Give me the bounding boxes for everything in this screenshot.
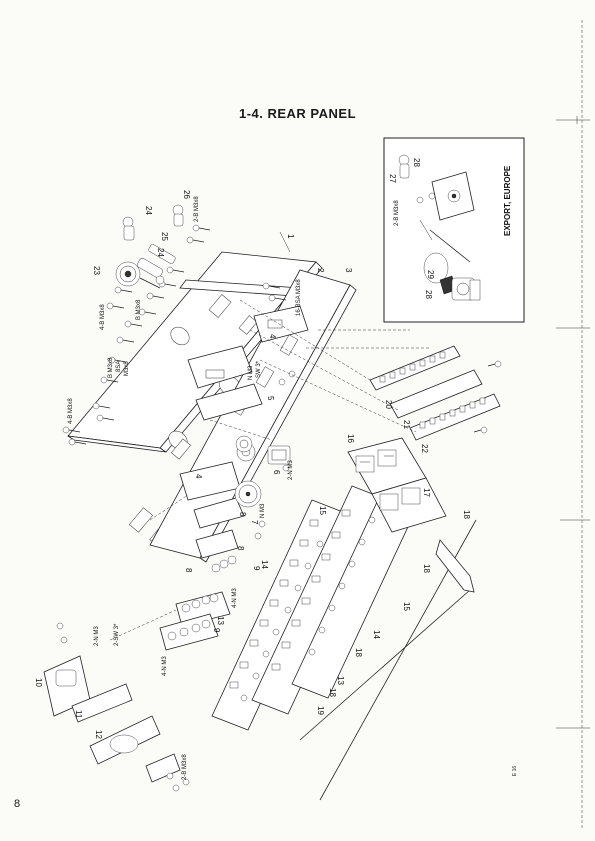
hardware-label: 4-N M3: [232, 588, 238, 608]
hardware-label: 2-N M3: [288, 460, 294, 480]
hardware-label: 2-N M3: [94, 626, 100, 646]
part-label: 24: [144, 206, 153, 215]
hardware-label: 4-B M3x8: [68, 398, 74, 424]
part-label: 15: [318, 506, 327, 515]
part-label: 19: [316, 706, 325, 715]
rca-jacks: [160, 556, 236, 650]
part-label: 28: [424, 290, 433, 299]
part-label: 9: [212, 628, 221, 633]
part-label: 23: [92, 266, 101, 275]
hardware-label: M3x8: [124, 361, 130, 376]
hardware-label: 2-B M3x8: [182, 754, 188, 780]
part-label: 18: [462, 510, 471, 519]
part-label: 14: [372, 630, 381, 639]
part-label: 7: [250, 520, 259, 525]
part-label: 4: [194, 474, 203, 479]
part-label: 20: [384, 400, 393, 409]
part-label: 8: [238, 512, 247, 517]
terminal-assembly: [116, 205, 183, 288]
part-label: 6: [272, 470, 281, 475]
part-label: 21: [402, 420, 411, 429]
hardware-label: 4-B M3x8: [100, 304, 106, 330]
part-label: 18: [422, 564, 431, 573]
hardware-label: 2-B M3x8: [394, 200, 400, 226]
part-label: 12: [94, 730, 103, 739]
margin-marks: [556, 20, 590, 830]
part-label: 18: [354, 648, 363, 657]
part-label: 5: [266, 396, 275, 401]
part-label: 1: [286, 234, 295, 239]
part-label: 11: [74, 710, 83, 719]
part-label: 13: [336, 676, 345, 685]
part-label: 18: [328, 688, 337, 697]
part-label: 17: [422, 488, 431, 497]
hardware-label: 2-B M3x8: [194, 196, 200, 222]
part-label: 8: [184, 568, 193, 573]
part-label: 8: [236, 546, 245, 551]
hardware-label: N M3: [248, 365, 254, 380]
corner-mark: E 16: [512, 766, 518, 776]
terminal-strip: [370, 346, 501, 440]
inset-label: EXPORT, EUROPE: [503, 165, 512, 236]
part-label: 25: [160, 232, 169, 241]
part-label: 29: [426, 270, 435, 279]
part-label: 26: [182, 190, 191, 199]
hardware-label: 4-N M3: [162, 656, 168, 676]
page-number: 8: [14, 798, 20, 810]
hardware-label: B M3x8: [108, 357, 114, 378]
hardware-label: SW 3*: [256, 360, 262, 378]
part-label: 16: [346, 434, 355, 443]
part-label: 4: [268, 334, 277, 339]
hardware-label: N M3: [260, 503, 266, 518]
hardware-label: 8SA: [116, 361, 122, 372]
part-label: 27: [388, 174, 397, 183]
part-label: 22: [420, 444, 429, 453]
hardware-label: 2-SW 3*: [114, 623, 120, 646]
part-label: 14: [260, 560, 269, 569]
part-label: 13: [216, 616, 225, 625]
hardware-label: 16-BSA M3x8: [296, 279, 302, 316]
part-label: 2: [316, 268, 325, 273]
hardware-label: B M3x8: [136, 299, 142, 320]
part-label: 28: [412, 158, 421, 167]
part-label: 9: [252, 566, 261, 571]
part-label: 24: [156, 248, 165, 257]
part-label: 3: [344, 268, 353, 273]
part-label: 15: [402, 602, 411, 611]
part-label: 10: [34, 678, 43, 687]
